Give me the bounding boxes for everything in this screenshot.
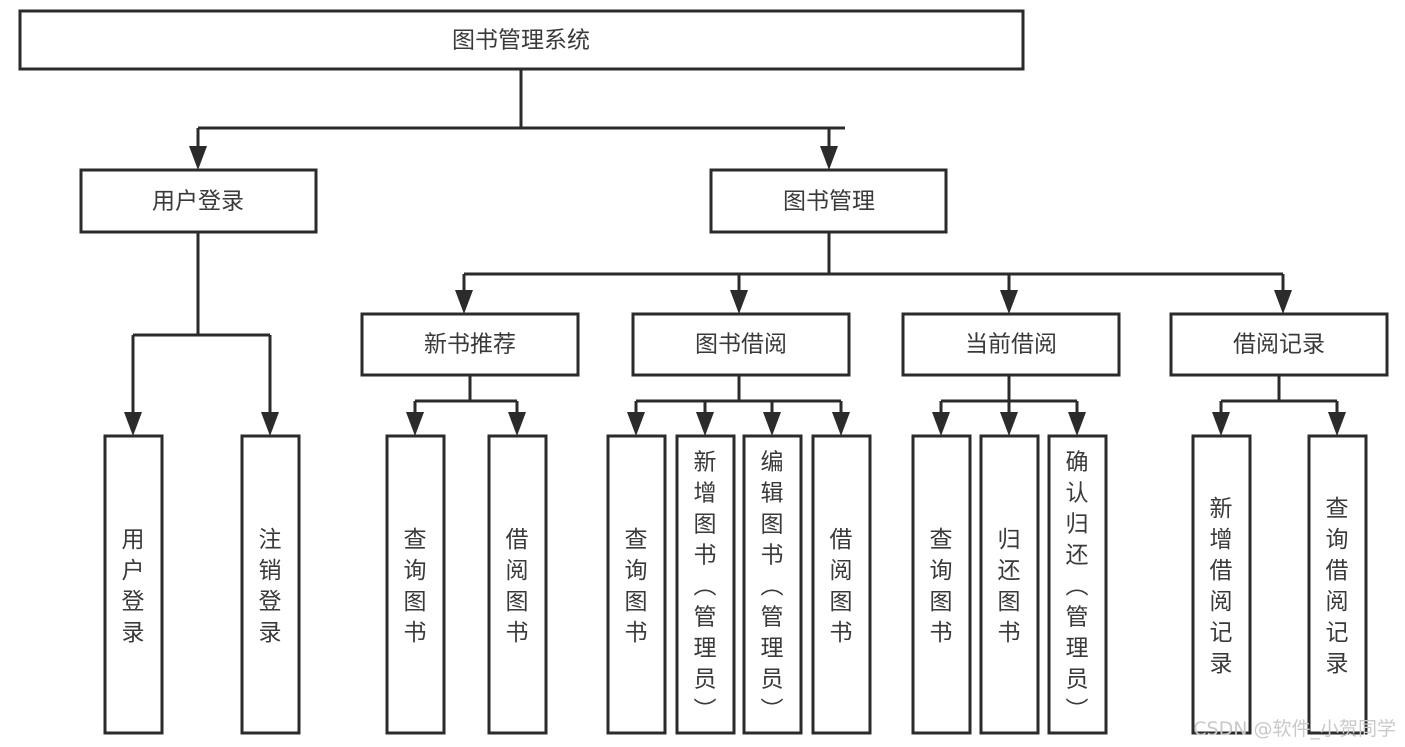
node-book-management-label: 图书管理: [783, 189, 875, 215]
leaf-query-borrow-record-label: 查询借阅记录: [1326, 496, 1349, 677]
leaf-query-book-recommend[interactable]: 查询图书: [385, 434, 446, 735]
node-user-login-label: 用户登录: [152, 189, 244, 215]
node-root-system[interactable]: 图书管理系统: [18, 9, 1025, 71]
node-borrow-record[interactable]: 借阅记录: [1169, 312, 1389, 377]
connector-userlogin-to-leaves: [124, 232, 279, 436]
node-book-borrow-label: 图书借阅: [695, 332, 787, 358]
leaf-edit-book-admin[interactable]: 编辑图书︵管理员︶: [742, 434, 803, 735]
leaf-borrow-book-label: 借阅图书: [830, 527, 853, 646]
leaf-add-borrow-record[interactable]: 新增借阅记录: [1191, 434, 1252, 735]
node-book-management[interactable]: 图书管理: [709, 168, 948, 234]
csdn-watermark: CSDN @软件_小贺同学: [1193, 718, 1396, 740]
node-new-book-recommend-label: 新书推荐: [424, 332, 516, 358]
leaf-query-book-borrow[interactable]: 查询图书: [606, 434, 667, 735]
node-borrow-record-label: 借阅记录: [1233, 332, 1325, 358]
leaf-confirm-return-admin[interactable]: 确认归还︵管理员︶: [1047, 434, 1108, 735]
leaf-confirm-return-admin-label: 确认归还︵管理员︶: [1066, 449, 1089, 723]
leaf-query-borrow-record[interactable]: 查询借阅记录: [1307, 434, 1368, 735]
leaf-logout[interactable]: 注销登录: [240, 434, 301, 735]
connector-bookmgmt-to-level3: [455, 232, 1292, 314]
leaf-query-book-borrow-label: 查询图书: [625, 527, 648, 646]
leaf-logout-label: 注销登录: [259, 527, 282, 646]
connector-newbook-to-leaves: [406, 375, 526, 436]
node-current-borrow-label: 当前借阅: [965, 332, 1057, 358]
leaf-add-borrow-record-label: 新增借阅记录: [1210, 496, 1233, 677]
node-current-borrow[interactable]: 当前借阅: [901, 312, 1121, 377]
connector-borrow-to-leaves: [627, 375, 850, 436]
connector-record-to-leaves: [1212, 375, 1346, 436]
leaf-add-book-admin[interactable]: 新增图书︵管理员︶: [675, 434, 736, 735]
leaf-add-book-admin-label: 新增图书︵管理员︶: [694, 449, 717, 723]
node-new-book-recommend[interactable]: 新书推荐: [360, 312, 580, 377]
leaf-return-book-label: 归还图书: [998, 527, 1021, 646]
leaf-user-login-label: 用户登录: [122, 527, 145, 646]
leaf-borrow-book[interactable]: 借阅图书: [811, 434, 872, 735]
node-root-label: 图书管理系统: [452, 28, 590, 54]
leaf-user-login[interactable]: 用户登录: [103, 434, 164, 735]
leaf-borrow-book-recommend-label: 借阅图书: [506, 527, 529, 646]
leaf-edit-book-admin-label: 编辑图书︵管理员︶: [761, 449, 784, 723]
leaf-query-book-recommend-label: 查询图书: [404, 527, 427, 646]
leaf-return-book[interactable]: 归还图书: [979, 434, 1040, 735]
node-user-login[interactable]: 用户登录: [79, 168, 318, 234]
node-book-borrow[interactable]: 图书借阅: [631, 312, 851, 377]
leaf-borrow-book-recommend[interactable]: 借阅图书: [487, 434, 548, 735]
connector-current-to-leaves: [932, 375, 1086, 436]
leaf-query-book-current[interactable]: 查询图书: [911, 434, 972, 735]
connector-root-to-level2: [189, 69, 845, 170]
leaf-query-book-current-label: 查询图书: [930, 527, 953, 646]
